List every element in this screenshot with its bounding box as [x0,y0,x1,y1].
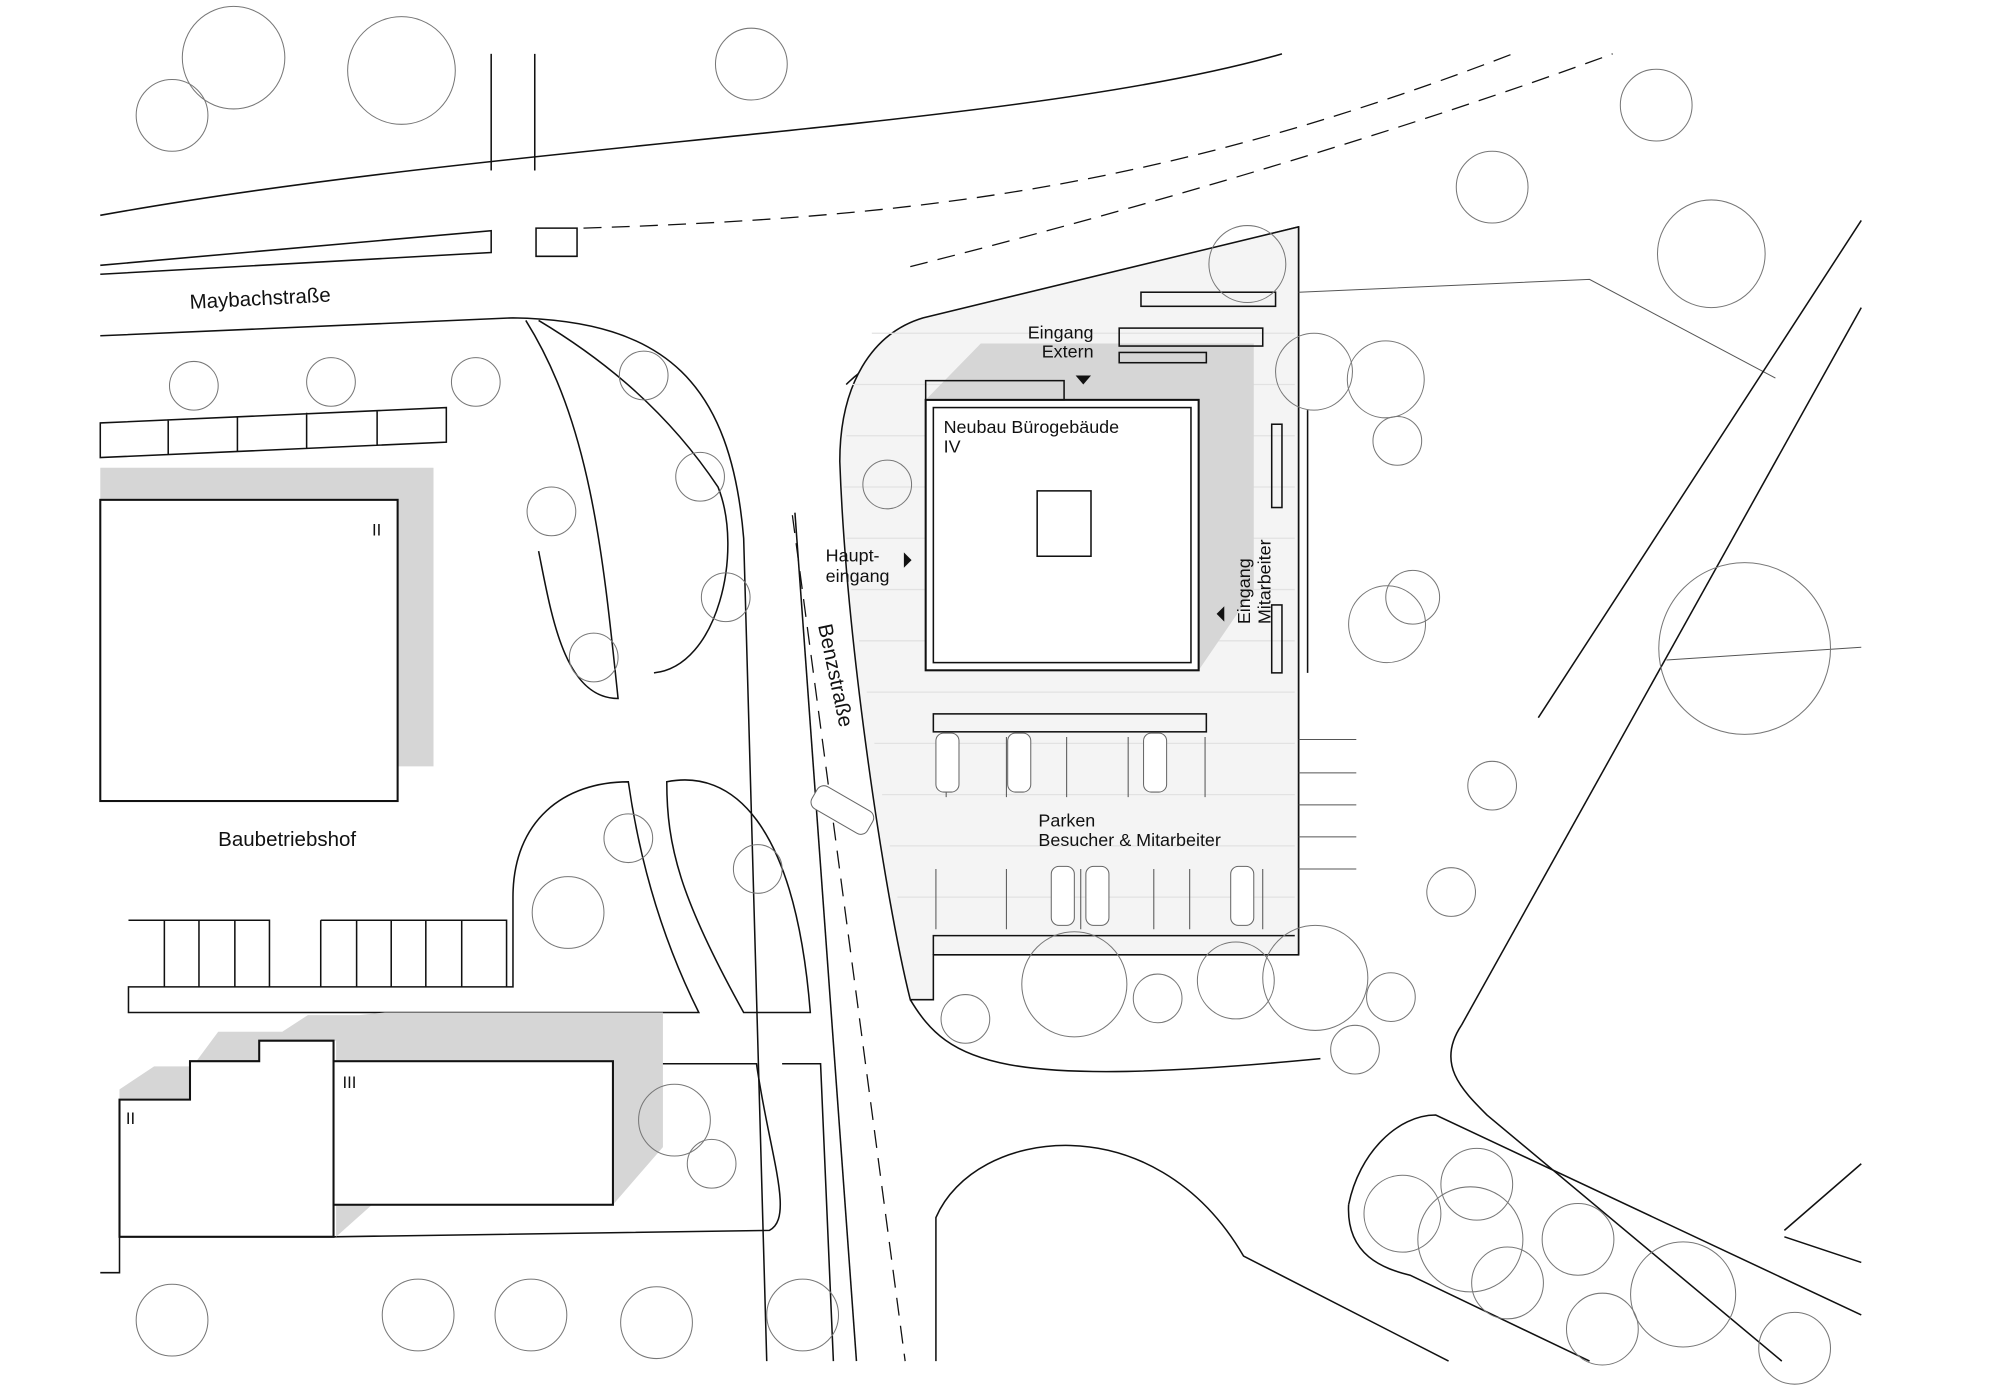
staff-entrance-arrow [1216,606,1225,622]
entrance-extern-label: Eingang [1028,322,1094,342]
entrance-markers [903,375,1225,622]
main-entrance-label: Haupt- [826,545,880,565]
benz-street-label: Benzstraße [813,622,857,729]
new-building-floors: IV [944,436,961,456]
staff-entrance-label: Eingang [1234,558,1254,624]
depot-label: Baubetriebshof [218,828,356,851]
main-entrance-label-2: eingang [826,566,890,586]
depot-building [99,498,399,803]
entrance-extern-arrow [1075,375,1091,385]
labels: Maybachstraße Benzstraße Neubau Bürogebä… [126,284,1275,1128]
buildings [99,379,1200,1238]
depot-floors: II [372,521,381,540]
south-right-floors: III [343,1073,357,1092]
maybach-street-label: Maybachstraße [189,284,331,314]
south-left-floors: II [126,1109,135,1128]
new-building-title: Neubau Bürogebäude [944,417,1120,437]
trees [135,5,1832,1385]
parking-label: Parken [1038,811,1095,831]
street-furniture [99,291,1357,987]
entrance-extern-label-2: Extern [1042,342,1094,362]
parking-label-2: Besucher & Mitarbeiter [1038,830,1220,850]
south-building-left [118,1039,335,1238]
main-entrance-arrow [903,552,912,568]
south-building-right [332,1060,614,1206]
cars [810,732,1255,926]
staff-entrance-label-2: Mitarbeiter [1254,539,1274,624]
new-office-building [924,398,1200,672]
